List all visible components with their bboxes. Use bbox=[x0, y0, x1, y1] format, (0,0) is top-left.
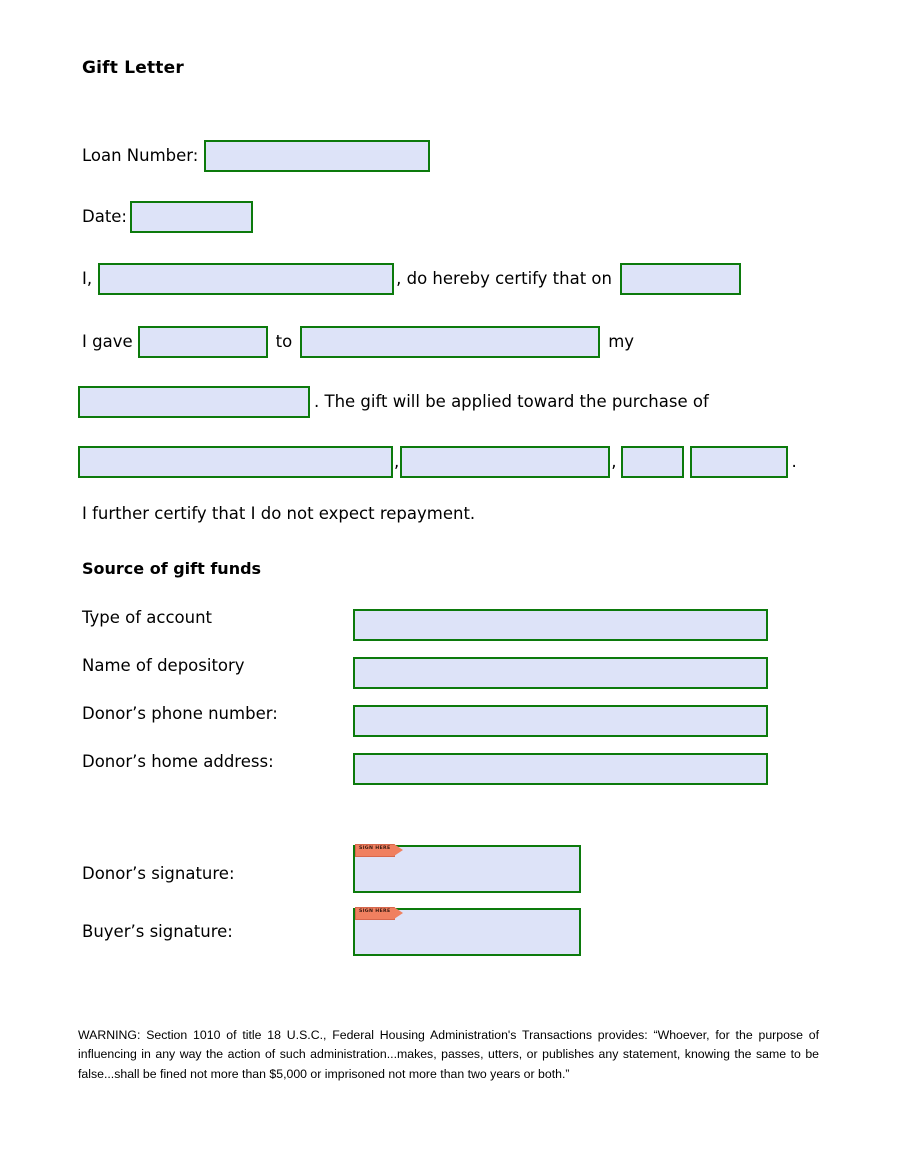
further-certify-row: I further certify that I do not expect r… bbox=[82, 503, 475, 525]
property-zip-input[interactable] bbox=[689, 446, 788, 478]
applied-text-label: . The gift will be applied toward the pu… bbox=[314, 391, 709, 411]
date-row: Date: bbox=[82, 201, 253, 233]
donor-name-input[interactable] bbox=[98, 263, 395, 295]
name-of-depository-label: Name of depository bbox=[82, 656, 245, 675]
property-state-input[interactable] bbox=[620, 446, 684, 478]
property-row: , , . bbox=[78, 446, 797, 478]
donor-signature-label: Donor’s signature: bbox=[82, 864, 235, 883]
gave-suffix-label: my bbox=[608, 331, 635, 351]
type-of-account-input[interactable] bbox=[353, 609, 768, 641]
property-period: . bbox=[791, 451, 797, 471]
sign-here-icon[interactable]: SIGN HERE bbox=[355, 907, 403, 920]
date-label: Date: bbox=[82, 206, 127, 226]
loan-number-input[interactable] bbox=[204, 140, 431, 172]
page-title: Gift Letter bbox=[82, 58, 184, 78]
buyer-signature-field-wrap: SIGN HERE bbox=[353, 907, 581, 956]
donor-address-input[interactable] bbox=[353, 753, 768, 785]
name-of-depository-input[interactable] bbox=[353, 657, 768, 689]
gift-amount-input[interactable] bbox=[137, 326, 268, 358]
gave-row: I gave to my bbox=[82, 326, 634, 358]
type-of-account-label: Type of account bbox=[82, 608, 213, 627]
certify-row: I, , do hereby certify that on bbox=[82, 263, 741, 295]
warning-text: WARNING: Section 1010 of title 18 U.S.C.… bbox=[78, 1028, 819, 1081]
certify-middle-label: , do hereby certify that on bbox=[396, 268, 612, 288]
buyer-signature-label: Buyer’s signature: bbox=[82, 922, 233, 941]
donor-phone-input[interactable] bbox=[353, 705, 768, 737]
sign-here-label: SIGN HERE bbox=[359, 909, 391, 914]
relationship-input[interactable] bbox=[78, 386, 310, 418]
source-of-gift-funds-heading: Source of gift funds bbox=[82, 559, 262, 578]
donor-signature-field-wrap: SIGN HERE bbox=[353, 844, 581, 893]
gave-prefix-label: I gave bbox=[82, 331, 133, 351]
further-certify-label: I further certify that I do not expect r… bbox=[82, 503, 476, 523]
recipient-name-input[interactable] bbox=[300, 326, 601, 358]
sign-here-label: SIGN HERE bbox=[359, 846, 391, 851]
sign-here-icon[interactable]: SIGN HERE bbox=[355, 844, 403, 857]
donor-address-label: Donor’s home address: bbox=[82, 752, 274, 771]
donor-phone-label: Donor’s phone number: bbox=[82, 704, 278, 723]
gave-to-label: to bbox=[275, 331, 293, 351]
relationship-row: . The gift will be applied toward the pu… bbox=[78, 386, 709, 418]
property-comma-2: , bbox=[611, 451, 617, 471]
certify-prefix-label: I, bbox=[82, 268, 93, 288]
loan-number-label: Loan Number: bbox=[82, 145, 199, 165]
loan-number-row: Loan Number: bbox=[82, 140, 431, 172]
property-address-input[interactable] bbox=[78, 446, 393, 478]
property-comma-1: , bbox=[394, 451, 400, 471]
date-input[interactable] bbox=[130, 201, 253, 233]
property-city-input[interactable] bbox=[400, 446, 611, 478]
gift-date-input[interactable] bbox=[620, 263, 741, 295]
